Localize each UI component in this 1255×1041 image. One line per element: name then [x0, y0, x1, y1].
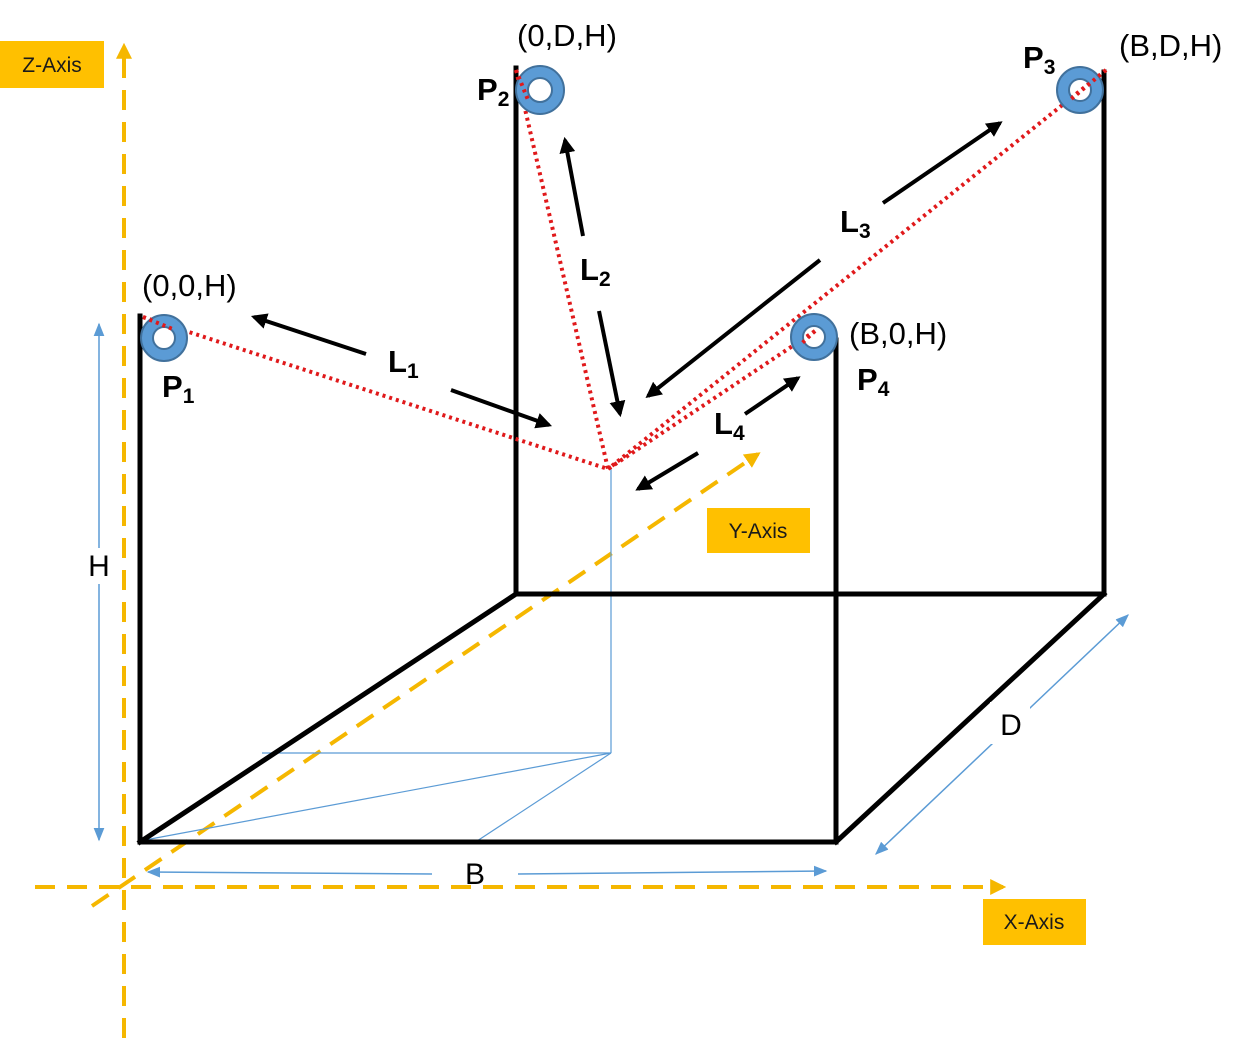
svg-text:Z-Axis: Z-Axis	[22, 54, 82, 77]
cable-l4	[606, 329, 817, 471]
l3-arrow-inward	[645, 258, 822, 398]
l4-label: L4	[714, 406, 745, 445]
pulley-p2-icon	[514, 65, 566, 115]
l3-label: L3	[840, 204, 871, 243]
y-axis-line	[90, 452, 761, 908]
pulley-p1-icon	[139, 314, 189, 362]
axes	[35, 42, 1007, 1038]
coordinate-labels: (0,0,H) (0,D,H) (B,D,H) (B,0,H)	[142, 18, 1222, 351]
p1-label: P1	[162, 369, 195, 408]
p2-coordinate: (0,D,H)	[517, 18, 617, 53]
svg-text:X-Axis: X-Axis	[1004, 911, 1065, 934]
dimension-labels: H B D	[88, 550, 1022, 891]
point-labels: P1 P2 P3 P4	[162, 40, 1055, 408]
pulley-p4-icon	[789, 313, 839, 361]
cable-labels: L1 L2 L3 L4	[388, 204, 871, 445]
projection-lines	[144, 468, 612, 844]
cable-l2	[514, 69, 610, 470]
p3-coordinate: (B,D,H)	[1119, 28, 1222, 63]
l2-arrow-inward	[597, 310, 626, 418]
x-axis-label: X-Axis	[983, 899, 1086, 945]
l1-label: L1	[388, 344, 419, 383]
dimension-arrows	[93, 322, 1129, 878]
cable-l1	[142, 315, 609, 471]
pulleys	[139, 65, 1105, 362]
y-axis-label: Y-Axis	[707, 508, 810, 553]
p4-label: P4	[857, 362, 890, 401]
l1-arrow-outward	[250, 313, 367, 356]
pulley-p3-icon	[1055, 66, 1105, 114]
depth-label: D	[1000, 709, 1022, 742]
width-dimension-arrow-right	[517, 865, 828, 877]
p1-coordinate: (0,0,H)	[142, 268, 237, 303]
p4-coordinate: (B,0,H)	[849, 316, 947, 351]
l4-arrow-inward	[635, 451, 700, 491]
l1-arrow-inward	[450, 388, 553, 429]
l4-arrow-outward	[743, 376, 801, 416]
z-axis-label: Z-Axis	[0, 41, 104, 88]
svg-text:Y-Axis: Y-Axis	[729, 520, 788, 543]
frame	[136, 65, 1108, 846]
height-label: H	[88, 550, 110, 583]
p3-label: P3	[1023, 40, 1055, 79]
l2-label: L2	[580, 252, 611, 291]
p2-label: P2	[477, 72, 509, 111]
l3-arrow-outward	[881, 121, 1003, 205]
width-label: B	[465, 858, 485, 891]
force-arrows	[250, 121, 1003, 491]
width-dimension-arrow-left	[146, 866, 433, 878]
cables	[142, 68, 1108, 471]
cable-l3	[606, 68, 1108, 471]
l2-arrow-outward	[559, 136, 585, 237]
